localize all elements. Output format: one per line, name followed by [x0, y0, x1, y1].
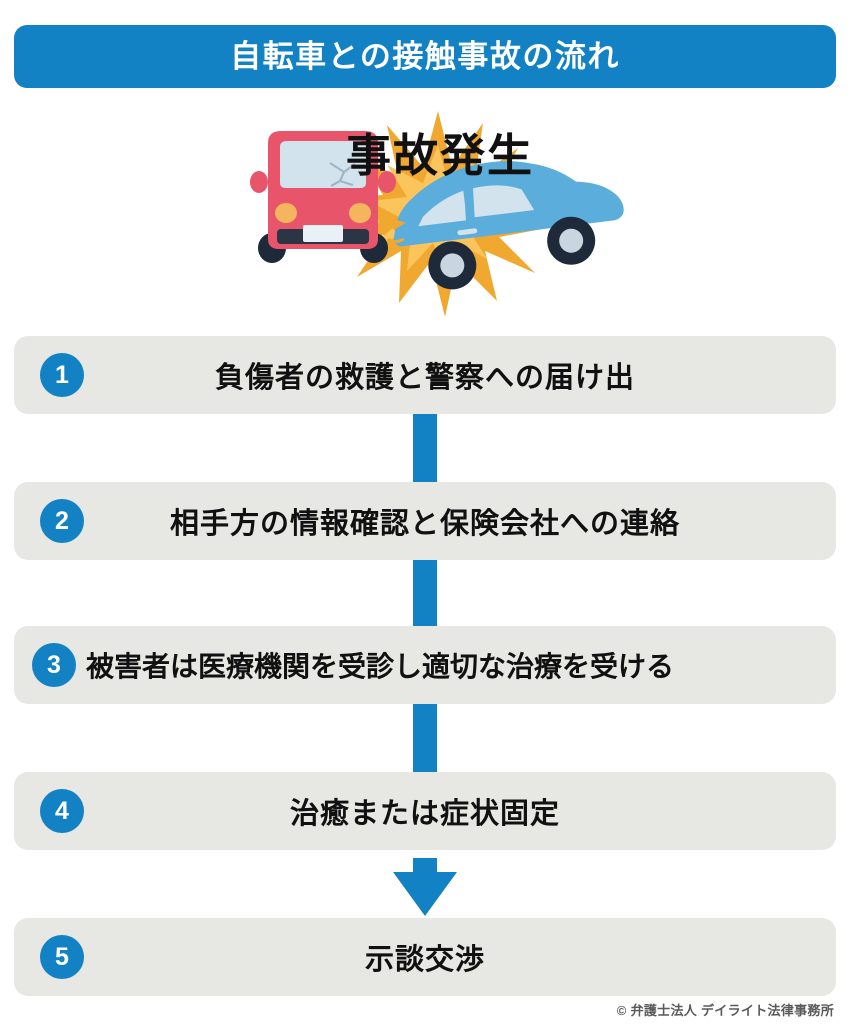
flow-step-1: 1 負傷者の救護と警察への届け出	[14, 336, 836, 414]
step-label-5: 示談交渉	[364, 944, 485, 976]
flow-connector-2	[413, 560, 437, 626]
page-title: 自転車との接触事故の流れ	[230, 39, 620, 74]
flow-step-2: 2 相手方の情報確認と保険会社への連絡	[14, 482, 836, 560]
car-collision-illustration: 事故発生	[235, 105, 645, 327]
step-number-badge-5: 5	[40, 935, 84, 979]
step-number-badge-1: 1	[40, 353, 84, 397]
copyright-credit: © 弁護士法人 デイライト法律事務所	[616, 1003, 834, 1018]
step-number-badge-3: 3	[32, 643, 76, 687]
flow-connector-3	[413, 704, 437, 772]
step-number-badge-2: 2	[40, 499, 84, 543]
step-label-3: 被害者は医療機関を受診し適切な治療を受ける	[86, 651, 675, 682]
step-label-1: 負傷者の救護と警察への届け出	[214, 362, 635, 394]
step-number-badge-4: 4	[40, 789, 84, 833]
flow-step-4: 4 治癒または症状固定	[14, 772, 836, 850]
flow-step-3: 3 被害者は医療機関を受診し適切な治療を受ける	[14, 626, 836, 704]
page-title-banner: 自転車との接触事故の流れ	[14, 25, 836, 88]
flow-connector-1	[413, 414, 437, 482]
flow-connector-arrow-4	[393, 858, 457, 916]
blue-car	[386, 161, 624, 290]
red-car	[250, 131, 396, 263]
step-label-2: 相手方の情報確認と保険会社への連絡	[169, 508, 680, 540]
flow-step-5: 5 示談交渉	[14, 918, 836, 996]
step-label-4: 治癒または症状固定	[289, 798, 560, 830]
